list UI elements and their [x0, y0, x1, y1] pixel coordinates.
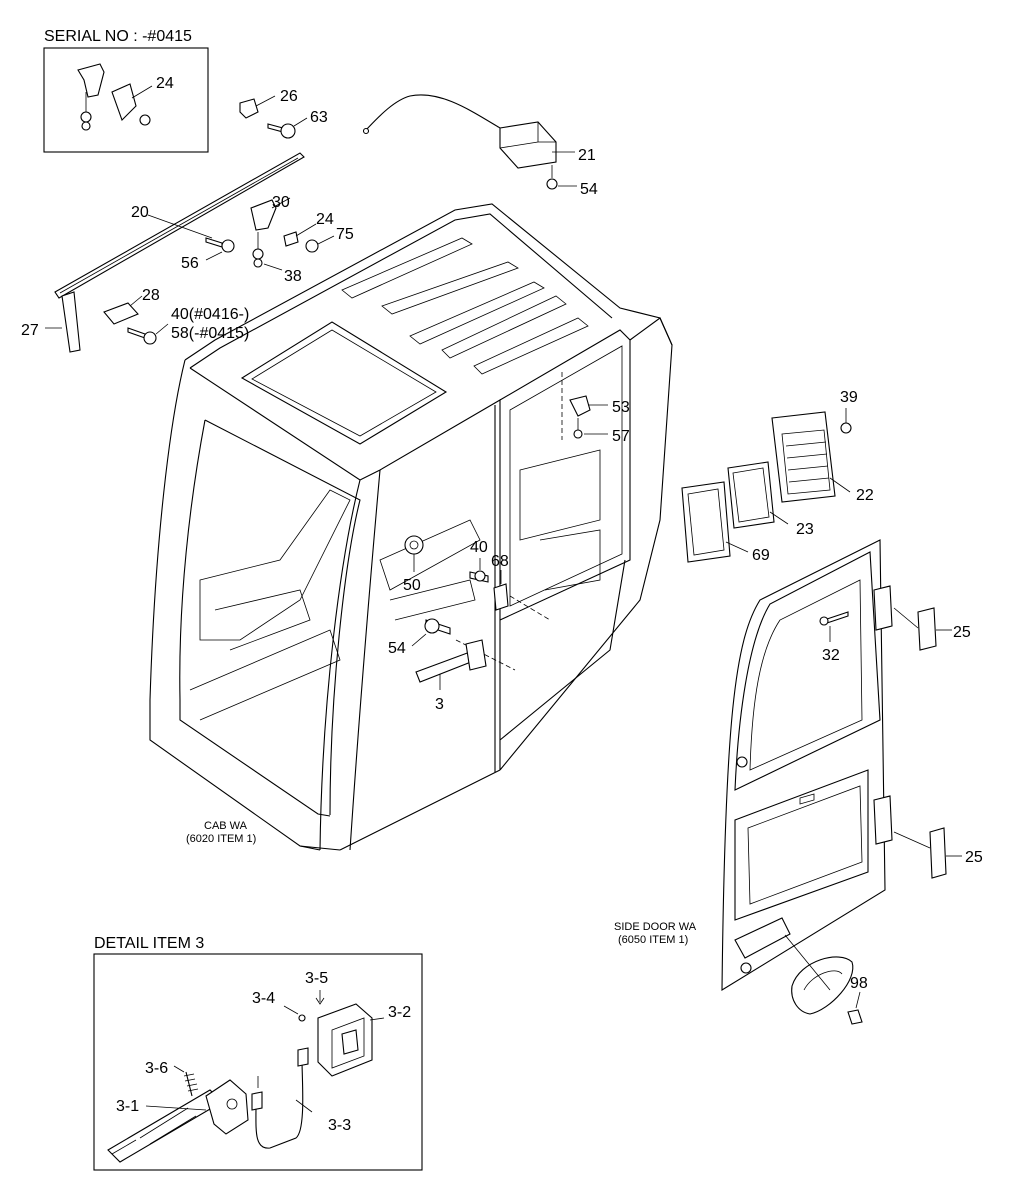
- part-23-gasket: [727, 461, 775, 529]
- door-label-line2: (6050 ITEM 1): [618, 934, 688, 946]
- callout-68: 68: [491, 553, 509, 570]
- cab-assembly: [149, 203, 673, 851]
- callout-50: 50: [403, 577, 421, 594]
- door-assembly: 32 25 25 98 SIDE DOOR WA (6050 ITEM 1): [614, 539, 983, 1025]
- callout-98: 98: [850, 975, 868, 992]
- part-39-screw: [840, 422, 852, 434]
- door-label-line1: SIDE DOOR WA: [614, 921, 697, 933]
- cab-interior: [199, 489, 351, 641]
- callout-23: 23: [796, 521, 814, 538]
- callout-63: 63: [310, 109, 328, 126]
- callout-25-upper: 25: [953, 624, 971, 641]
- part-40-bolt: [127, 327, 146, 339]
- callout-39: 39: [840, 389, 858, 406]
- callout-38: 38: [284, 268, 302, 285]
- part-22-vent: [771, 411, 836, 503]
- serial-title: SERIAL NO : -#0415: [44, 28, 192, 45]
- callout-3-6: 3-6: [145, 1060, 168, 1077]
- detail-title: DETAIL ITEM 3: [94, 935, 204, 952]
- serial-inset-frame: [43, 47, 209, 153]
- cab-center-pillar: [379, 399, 501, 770]
- callout-3-4: 3-4: [252, 990, 275, 1007]
- callout-24: 24: [316, 211, 334, 228]
- callout-20: 20: [131, 204, 149, 221]
- cab-front-frame: [149, 359, 341, 851]
- callout-3-5: 3-5: [305, 970, 328, 987]
- callout-58: 58(-#0415): [171, 325, 249, 342]
- callout-3: 3: [435, 696, 444, 713]
- callout-53: 53: [612, 399, 630, 416]
- part-3-lever: [415, 651, 477, 683]
- callout-75: 75: [336, 226, 354, 243]
- callout-22: 22: [856, 487, 874, 504]
- vent-parts: 22 39 23 69: [681, 389, 874, 564]
- callout-32: 32: [822, 647, 840, 664]
- callout-28: 28: [142, 287, 160, 304]
- part-28-plate: [103, 302, 139, 325]
- callout-40: 40: [470, 539, 488, 556]
- door-hinge-upper: [873, 585, 893, 631]
- callout-30: 30: [272, 194, 290, 211]
- door-hinge-lower: [873, 795, 893, 845]
- part-21-cable: [365, 94, 501, 131]
- part-30-bracket: [250, 199, 277, 231]
- part-68-plate: [493, 583, 509, 611]
- callout-69: 69: [752, 547, 770, 564]
- serial-inset: SERIAL NO : -#0415 24: [43, 28, 209, 153]
- callout-40-serial: 40(#0416-): [171, 306, 249, 323]
- part-3-6-spring: [185, 1071, 193, 1097]
- cab-side-frame: [499, 329, 631, 621]
- door-outline: [721, 539, 886, 991]
- part-69-gasket: [681, 481, 731, 563]
- part-3-4-nut: [298, 1014, 306, 1022]
- cab-parts: 53 57 50 40 68 54 3 CAB WA (6020 ITEM 1): [186, 395, 630, 845]
- cab-label-line1: CAB WA: [204, 820, 248, 832]
- door-handle-recess: [734, 917, 791, 959]
- part-25-upper: [917, 607, 937, 651]
- callout-3-2: 3-2: [388, 1004, 411, 1021]
- top-parts: 26 63 21 54 20 56 30 24: [21, 88, 598, 353]
- callout-21: 21: [578, 147, 596, 164]
- cab-sunroof: [240, 321, 448, 445]
- part-25-lower: [929, 827, 947, 879]
- part-53-bracket: [569, 395, 591, 417]
- cab-label-line2: (6020 ITEM 1): [186, 833, 256, 845]
- callout-26: 26: [280, 88, 298, 105]
- part-21-box: [499, 121, 557, 169]
- part-50-grommet: [404, 535, 424, 555]
- callout-27: 27: [21, 322, 39, 339]
- detail-inset-frame: [93, 953, 423, 1171]
- callout-24-serial: 24: [156, 75, 174, 92]
- part-26-clip: [239, 98, 259, 119]
- callout-54-top: 54: [580, 181, 598, 198]
- door-window: [749, 579, 863, 771]
- part-3-3-cable: [255, 1059, 304, 1149]
- serial-bracket: [77, 63, 105, 98]
- callout-3-1: 3-1: [116, 1098, 139, 1115]
- callout-56: 56: [181, 255, 199, 272]
- part-98-handle: [791, 956, 854, 1015]
- callout-57: 57: [612, 428, 630, 445]
- detail-inset: DETAIL ITEM 3 3-1 3-6 3-3 3-2 3-4: [93, 935, 423, 1171]
- part-56-bolt: [205, 237, 223, 248]
- callout-54-mid: 54: [388, 640, 406, 657]
- part-27-stay: [61, 291, 81, 353]
- callout-25-lower: 25: [965, 849, 983, 866]
- callout-3-3: 3-3: [328, 1117, 351, 1134]
